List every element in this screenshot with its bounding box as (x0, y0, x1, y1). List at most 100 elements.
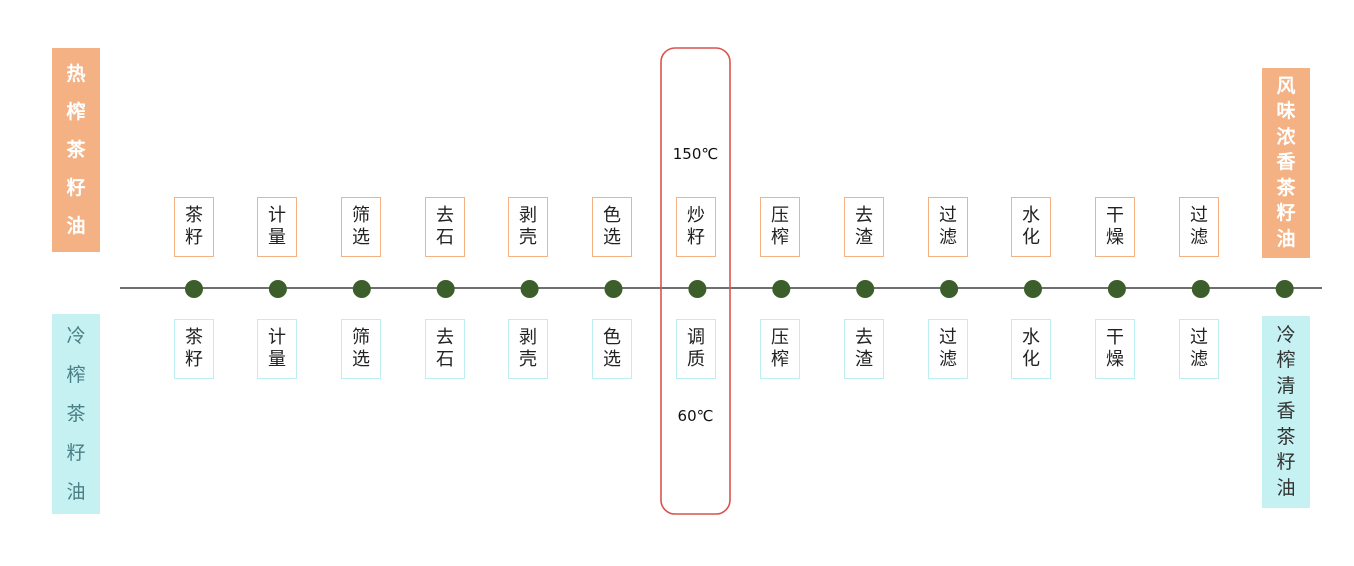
step-char: 化 (1022, 349, 1040, 370)
timeline-node (436, 280, 455, 298)
step-char: 渣 (855, 349, 873, 370)
step-char: 质 (687, 349, 705, 370)
timeline-node (185, 280, 203, 298)
cold-step: 去石 (425, 319, 465, 379)
hot-press-char: 茶 (66, 139, 86, 161)
hot-step: 去渣 (844, 197, 884, 257)
step-char: 石 (436, 349, 454, 370)
hot-temperature-label: 150℃ (672, 145, 719, 163)
step-char: 量 (268, 227, 286, 248)
step-char: 计 (268, 327, 286, 348)
timeline-nodes (185, 280, 1294, 298)
timeline-node (1024, 280, 1042, 298)
step-char: 燥 (1106, 227, 1124, 248)
hot-press-char: 榨 (66, 101, 86, 123)
cold-product-char: 茶 (1276, 425, 1296, 448)
cold-step: 去渣 (844, 319, 884, 379)
timeline-node (352, 280, 371, 298)
hot-step: 计量 (257, 197, 297, 257)
hot-step: 去石 (425, 197, 465, 257)
step-char: 筛 (352, 327, 370, 348)
cold-step: 茶籽 (174, 319, 214, 379)
step-char: 选 (603, 349, 621, 370)
step-char: 燥 (1106, 349, 1124, 370)
cold-step: 计量 (257, 319, 297, 379)
cold-press-char: 冷 (66, 324, 86, 347)
cold-step: 过滤 (928, 319, 968, 379)
timeline-node (772, 280, 791, 298)
step-char: 调 (687, 327, 705, 348)
step-char: 选 (603, 227, 621, 248)
step-char: 去 (855, 327, 873, 348)
timeline-node (940, 280, 959, 298)
step-char: 榨 (771, 227, 789, 248)
cold-product-char: 冷 (1276, 323, 1296, 346)
step-char: 籽 (687, 227, 705, 248)
step-char: 量 (268, 349, 286, 370)
step-char: 色 (603, 327, 621, 348)
step-char: 水 (1022, 205, 1040, 226)
step-char: 籽 (185, 227, 203, 248)
cold-product-char: 清 (1276, 374, 1296, 397)
hot-step: 压榨 (760, 197, 800, 257)
hot-step: 筛选 (341, 197, 381, 257)
hot-press-char: 热 (66, 63, 86, 85)
hot-product-char: 茶 (1276, 176, 1296, 199)
cold-step: 过滤 (1179, 319, 1219, 379)
step-char: 过 (939, 205, 957, 226)
step-char: 计 (268, 205, 286, 226)
step-char: 干 (1106, 327, 1124, 348)
step-char: 色 (603, 205, 621, 226)
step-char: 籽 (185, 349, 203, 370)
step-char: 滤 (939, 227, 957, 248)
step-char: 过 (1190, 327, 1208, 348)
timeline-node (1107, 280, 1126, 298)
cold-product-char: 籽 (1276, 451, 1296, 474)
hot-product-char: 风 (1276, 74, 1296, 97)
cold-press-char: 茶 (66, 402, 86, 425)
cold-press-label: 冷 榨 茶 籽 油 (52, 314, 100, 514)
step-char: 干 (1106, 205, 1124, 226)
cold-step: 剥壳 (508, 319, 548, 379)
step-char: 过 (1190, 205, 1208, 226)
hot-press-char: 油 (66, 215, 86, 237)
step-char: 水 (1022, 327, 1040, 348)
timeline-node (1191, 280, 1210, 298)
highlight-frame (660, 47, 731, 515)
hot-step: 茶籽 (174, 197, 214, 257)
cold-product-char: 香 (1276, 400, 1296, 423)
step-char: 去 (436, 327, 454, 348)
step-char: 去 (855, 205, 873, 226)
timeline-node (604, 280, 623, 298)
hot-step: 色选 (592, 197, 632, 257)
hot-step: 过滤 (928, 197, 968, 257)
hot-step: 干燥 (1095, 197, 1135, 257)
step-char: 茶 (185, 205, 203, 226)
step-char: 滤 (1190, 349, 1208, 370)
step-char: 化 (1022, 227, 1040, 248)
step-char: 茶 (185, 327, 203, 348)
step-char: 榨 (771, 349, 789, 370)
cold-temperature-label: 60℃ (677, 407, 714, 425)
hot-press-label: 热 榨 茶 籽 油 (52, 48, 100, 252)
step-char: 剥 (519, 327, 537, 348)
step-char: 壳 (519, 349, 537, 370)
timeline-node (268, 280, 287, 298)
cold-product-label: 冷 榨 清 香 茶 籽 油 (1262, 316, 1310, 508)
step-char: 选 (352, 349, 370, 370)
hot-product-char: 浓 (1276, 125, 1296, 148)
timeline-node (1275, 280, 1294, 298)
step-char: 筛 (352, 205, 370, 226)
hot-product-char: 油 (1276, 227, 1296, 250)
step-char: 过 (939, 327, 957, 348)
hot-step: 过滤 (1179, 197, 1219, 257)
cold-step: 筛选 (341, 319, 381, 379)
hot-press-char: 籽 (66, 177, 86, 199)
cold-press-char: 油 (66, 480, 86, 503)
hot-product-char: 籽 (1276, 202, 1296, 225)
hot-product-label: 风 味 浓 香 茶 籽 油 (1262, 68, 1310, 258)
timeline-node (688, 280, 707, 298)
cold-press-char: 榨 (66, 363, 86, 386)
step-char: 壳 (519, 227, 537, 248)
